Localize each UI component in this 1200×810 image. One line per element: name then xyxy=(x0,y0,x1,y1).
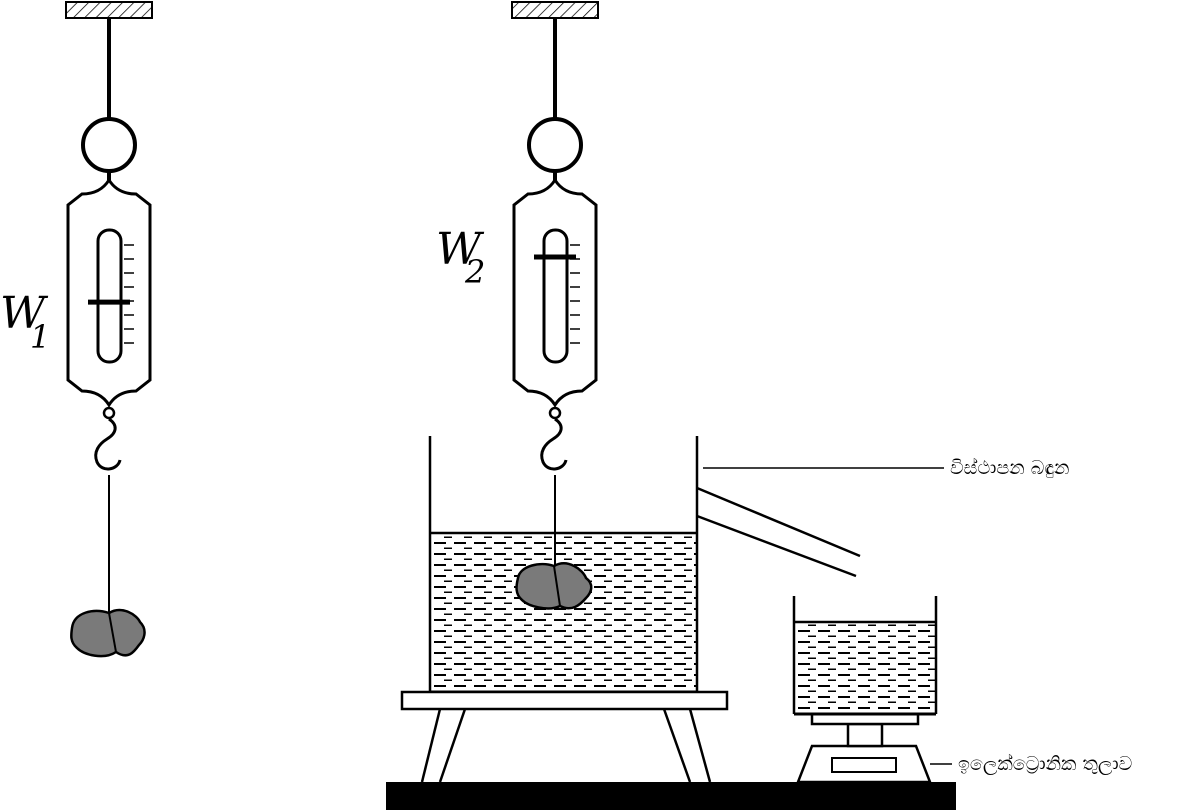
hook-eye-2 xyxy=(548,406,562,420)
scale-ticks-2 xyxy=(570,244,580,344)
ceiling-support-1 xyxy=(65,1,153,19)
scale-ticks-1 xyxy=(124,244,134,344)
electronic-balance xyxy=(796,712,932,784)
overflow-can xyxy=(428,436,861,694)
scale-slot-1 xyxy=(96,228,123,364)
beaker-water xyxy=(796,622,936,712)
balance-body-2 xyxy=(512,177,598,408)
hook-1 xyxy=(94,417,122,471)
electronic-balance-label: ඉලෙක්ට්‍රොනික තුලාව xyxy=(958,753,1132,775)
stand xyxy=(400,690,729,783)
balance-display xyxy=(831,757,897,773)
balance-ring-2 xyxy=(527,117,583,173)
stone-1 xyxy=(70,608,146,658)
collecting-beaker xyxy=(792,596,938,716)
hook-eye-1 xyxy=(102,406,116,420)
scale-slot-2 xyxy=(542,228,569,364)
w2-label: W xyxy=(436,224,485,275)
w1-label: W xyxy=(0,288,49,339)
overflow-can-label: විස්ථාපන බඳුන xyxy=(950,457,1069,479)
balance-body-1 xyxy=(66,177,152,408)
bench xyxy=(386,782,956,810)
stand-top xyxy=(400,690,729,711)
spring-balance-2: W 2 xyxy=(436,1,599,471)
balance-neck xyxy=(846,722,884,748)
w2-subscript: 2 xyxy=(464,253,485,291)
spout-upper-edge xyxy=(696,486,861,558)
balance-ring-1 xyxy=(81,117,137,173)
ceiling-support-2 xyxy=(511,1,599,19)
w1-subscript: 1 xyxy=(30,318,50,356)
spring-balance-1: W 1 xyxy=(0,1,153,658)
hook-2 xyxy=(540,417,568,471)
spout-lower-edge xyxy=(696,514,857,578)
overflow-can-water xyxy=(432,533,696,690)
